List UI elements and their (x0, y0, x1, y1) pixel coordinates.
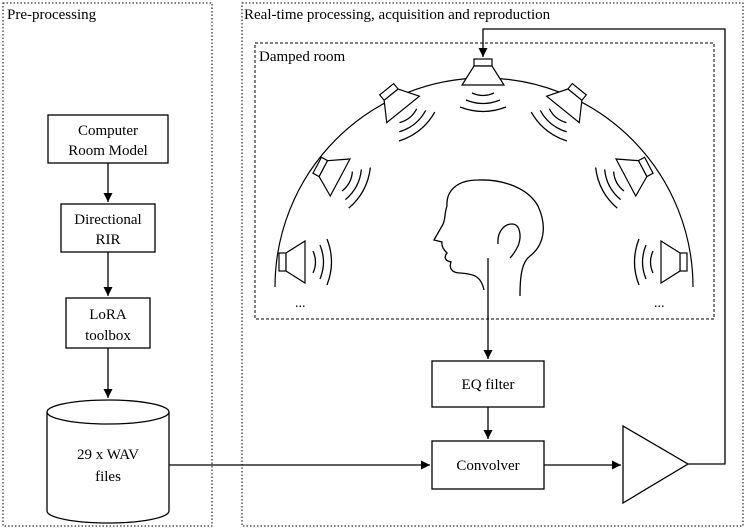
loudspeaker-icon (633, 238, 688, 286)
ellipsis-left: ... (295, 296, 306, 311)
loudspeaker-icon (305, 144, 375, 211)
realtime-title: Real-time processing, acquisition and re… (244, 7, 551, 23)
convolver-block: Convolver (431, 440, 545, 490)
preprocessing-title: Pre-processing (7, 7, 97, 23)
loudspeaker-icon (591, 144, 661, 211)
convolver-label: Convolver (456, 458, 519, 474)
wav-line1: 29 x WAV (77, 447, 139, 463)
wav-line2: files (95, 469, 121, 485)
listener-head-icon (433, 179, 544, 297)
connectors (103, 28, 726, 470)
damped-room: Damped room (254, 42, 715, 320)
amplifier-triangle-icon (622, 424, 690, 505)
arrow-amp-to-speakers (478, 28, 726, 465)
damped-room-title: Damped room (259, 49, 346, 65)
eq-filter-block: EQ filter (431, 360, 545, 408)
directional-rir-block: Directional RIR (60, 203, 156, 253)
lora-line1: LoRA (89, 307, 127, 323)
rir-line1: Directional (74, 212, 141, 228)
cylinder-storage-icon: 29 x WAV files (46, 399, 170, 524)
loudspeaker-icon (459, 58, 507, 113)
room-model-line2: Room Model (68, 143, 148, 159)
lora-toolbox-block: LoRA toolbox (65, 297, 151, 349)
realtime-panel: Real-time processing, acquisition and re… (241, 2, 744, 527)
computer-room-model-block: Computer Room Model (47, 114, 169, 164)
rir-line2: RIR (95, 232, 120, 248)
room-model-line1: Computer (78, 123, 138, 139)
eq-filter-label: EQ filter (462, 377, 515, 393)
preprocessing-panel: Pre-processing (2, 2, 213, 527)
ellipsis-right: ... (654, 296, 665, 311)
lora-line2: toolbox (85, 328, 131, 344)
loudspeaker-icon (278, 238, 333, 286)
